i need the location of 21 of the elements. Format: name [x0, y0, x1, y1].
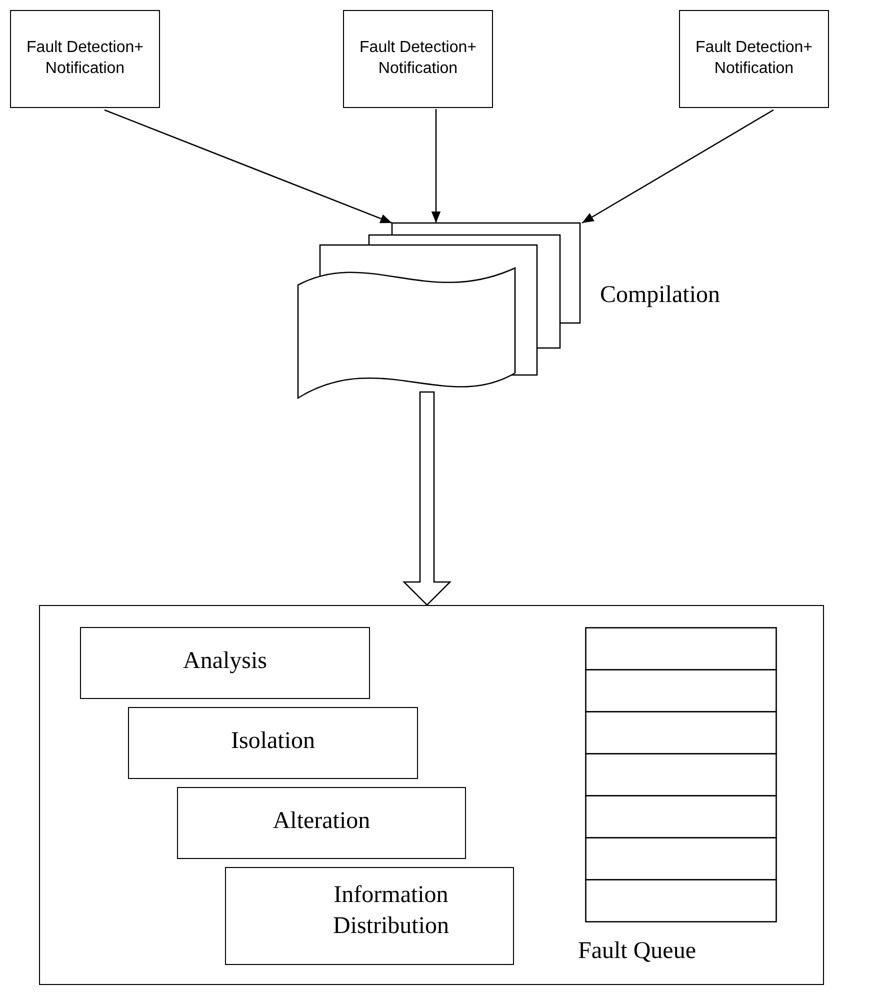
shape-caption: Fault Queue — [578, 938, 696, 965]
process-box — [80, 627, 370, 699]
process-box — [10, 10, 160, 108]
process-box — [225, 867, 514, 965]
process-box — [343, 10, 493, 108]
container-box — [39, 605, 824, 985]
box-label: Fault Detection+ Notification — [358, 38, 478, 79]
box-label: Alteration — [272, 807, 370, 836]
process-box — [128, 707, 418, 779]
arrow — [582, 109, 774, 224]
box-label: Fault Detection+ Notification — [694, 38, 814, 79]
box-label: Information Distribution — [332, 881, 450, 942]
box-label: Analysis — [183, 647, 267, 676]
process-box — [679, 10, 829, 108]
arrow — [104, 109, 392, 224]
process-box — [177, 787, 466, 859]
box-label: Isolation — [231, 727, 315, 756]
shape-caption: Compilation — [600, 282, 720, 309]
block-arrow — [402, 391, 452, 606]
arrow — [431, 108, 441, 223]
box-label: Fault Detection+ Notification — [26, 38, 144, 79]
